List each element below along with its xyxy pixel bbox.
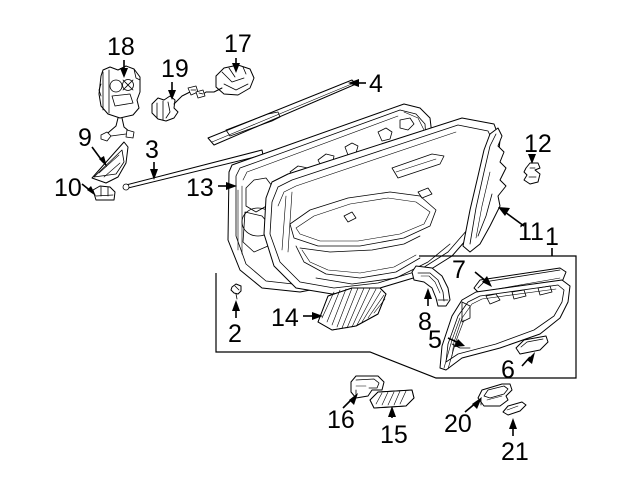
- callout-4: 4: [348, 70, 383, 98]
- callout-label-4: 4: [369, 70, 383, 98]
- callout-11: 11: [498, 207, 544, 246]
- callout-label-20: 20: [444, 410, 472, 438]
- callout-label-21: 21: [501, 438, 529, 466]
- part-cable-actuator: [151, 85, 199, 122]
- part-latch-striker-trim: [369, 389, 415, 409]
- callout-21: 21: [501, 418, 529, 466]
- callout-14: 14: [271, 304, 323, 332]
- callout-label-2: 2: [228, 320, 242, 348]
- callout-17: 17: [224, 30, 252, 73]
- callout-12: 12: [524, 130, 552, 164]
- callout-6: 6: [501, 352, 535, 384]
- callout-2: 2: [228, 300, 242, 348]
- callout-15: 15: [380, 406, 408, 449]
- callout-label-9: 9: [78, 124, 92, 152]
- group-bracket-box: 1: [215, 223, 577, 379]
- part-small-clip-bracket: [92, 185, 116, 201]
- callout-label-18: 18: [107, 33, 135, 61]
- part-small-insert-cover: [515, 335, 549, 355]
- part-bulb-lens: [502, 401, 527, 416]
- callout-label-12: 12: [524, 130, 552, 158]
- callout-18: 18: [107, 33, 135, 78]
- part-grab-handle-bracket: [411, 265, 451, 307]
- part-corner-bracket: [350, 375, 385, 399]
- part-clip-grommet: [230, 283, 242, 300]
- callout-label-1: 1: [545, 223, 559, 251]
- part-front-pillar-trim: [462, 127, 507, 253]
- callout-20: 20: [444, 397, 482, 438]
- part-lamp-housing: [477, 383, 513, 407]
- callout-label-11: 11: [518, 218, 544, 246]
- callout-label-16: 16: [327, 406, 355, 434]
- callout-8: 8: [418, 288, 432, 336]
- callout-7: 7: [452, 256, 492, 287]
- callout-label-19: 19: [161, 55, 189, 83]
- callout-5: 5: [428, 326, 465, 354]
- callout-label-10: 10: [54, 174, 82, 202]
- callout-label-3: 3: [145, 136, 159, 164]
- part-door-lock-actuator: [98, 65, 141, 142]
- callout-9: 9: [78, 124, 107, 167]
- callout-13: 13: [186, 174, 237, 202]
- part-lower-trim-panel: [439, 279, 571, 371]
- callout-label-14: 14: [271, 304, 299, 332]
- part-switch-assembly: [195, 64, 255, 99]
- callout-label-8: 8: [418, 308, 432, 336]
- part-lock-rod: [122, 149, 264, 191]
- callout-10: 10: [54, 174, 96, 202]
- callout-3: 3: [145, 136, 159, 180]
- part-speaker-grille: [317, 287, 387, 331]
- callout-label-13: 13: [186, 174, 214, 202]
- callout-label-5: 5: [428, 326, 442, 354]
- callout-16: 16: [327, 393, 358, 434]
- callout-label-6: 6: [501, 356, 515, 384]
- part-retainer-clip: [523, 162, 541, 185]
- callout-label-7: 7: [452, 256, 466, 284]
- callout-label-15: 15: [380, 421, 408, 449]
- callout-label-17: 17: [224, 30, 252, 58]
- callout-19: 19: [161, 55, 189, 100]
- part-mirror-cover-triangle: [91, 141, 129, 184]
